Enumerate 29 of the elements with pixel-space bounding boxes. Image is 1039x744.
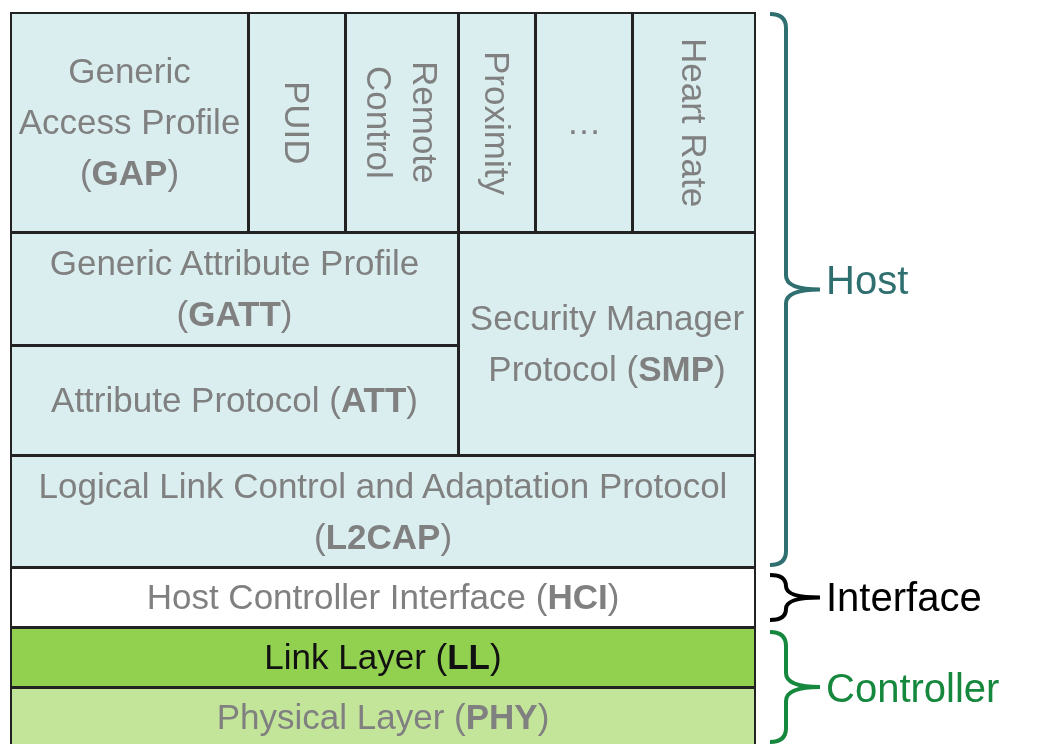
layer-box [10, 12, 249, 233]
layer-label: Heart Rate [673, 37, 715, 208]
layer-label: Security Manager Protocol (SMP) [468, 297, 746, 390]
layer-box [10, 567, 756, 628]
layer-box [345, 12, 459, 233]
layer-box [458, 12, 536, 233]
layer-box [10, 345, 459, 456]
layer-box [10, 687, 756, 744]
layer-box [535, 12, 633, 233]
layer-box [10, 455, 756, 568]
layer-label: Remote Control [359, 60, 446, 186]
layer-label: … [565, 101, 603, 144]
layer-label: Host Controller Interface (HCI) [145, 576, 621, 619]
layer-box [632, 12, 756, 233]
group-label: Host [826, 257, 909, 303]
layer-label: Generic Attribute Profile (GATT) [48, 242, 421, 335]
layer-label: Attribute Protocol (ATT) [50, 379, 419, 422]
layer-label: Physical Layer (PHY) [215, 695, 551, 738]
layer-label: Logical Link Control and Adaptation Protocol (L2CAP) [37, 464, 729, 558]
layer-box [10, 232, 459, 346]
group-label: Interface [826, 574, 982, 620]
layer-label: Link Layer (LL) [263, 636, 503, 679]
layer-box [10, 627, 756, 688]
group-label: Controller [826, 665, 1000, 711]
layer-box [458, 232, 756, 456]
layer-label: PUID [276, 80, 318, 165]
layer-label: Proximity [476, 50, 518, 195]
layer-label: Generic Access Profile (GAP) [17, 50, 242, 194]
layer-box [248, 12, 346, 233]
